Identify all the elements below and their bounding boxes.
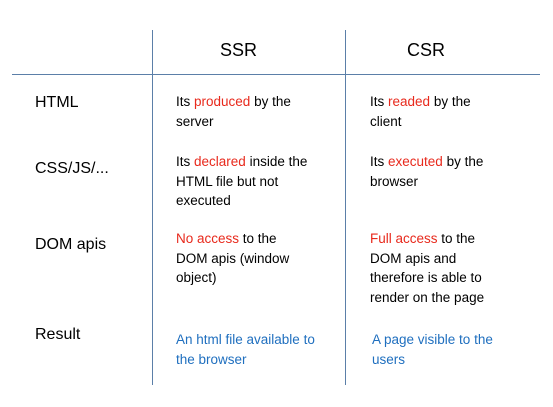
cell-text: by the server (176, 94, 291, 129)
row-label-cssjs: CSS/JS/... (35, 160, 109, 177)
cell-dom-ssr: No access to the DOM apis (window object… (176, 229, 306, 288)
cell-dom-csr: Full access to the DOM apis and therefor… (370, 229, 510, 307)
cell-cssjs-csr: Its executed by the browser (370, 152, 510, 191)
cell-text: to the DOM apis (window object) (176, 231, 290, 285)
cell-text: inside the HTML file but not executed (176, 154, 308, 208)
column-divider-right (345, 30, 346, 385)
highlight-text: No access (176, 231, 240, 246)
cell-text: to the DOM apis and therefore is able to… (370, 231, 485, 305)
cell-text: by the client (370, 94, 471, 129)
highlight-text: readed (388, 94, 431, 109)
cell-html-ssr: Its produced by the server (176, 92, 326, 131)
cell-cssjs-ssr: Its declared inside the HTML file but no… (176, 152, 334, 211)
cell-result-csr: A page visible to the users (372, 332, 493, 367)
highlight-text: declared (194, 154, 246, 169)
cell-text: Its (176, 154, 195, 169)
row-label-html: HTML (35, 94, 79, 111)
highlight-text: Full access (370, 231, 438, 246)
header-divider (12, 74, 540, 75)
header-csr: CSR (407, 40, 446, 60)
cell-text: by the browser (370, 154, 484, 189)
header-ssr: SSR (220, 40, 258, 60)
cell-text: Its (370, 94, 389, 109)
highlight-text: produced (194, 94, 251, 109)
cell-result-ssr: An html file available to the browser (176, 332, 315, 367)
row-label-result: Result (35, 326, 81, 343)
cell-html-csr: Its readed by the client (370, 92, 500, 131)
highlight-text: executed (388, 154, 443, 169)
row-label-dom: DOM apis (35, 236, 107, 253)
column-divider-left (152, 30, 153, 385)
cell-text: Its (176, 94, 195, 109)
cell-text: Its (370, 154, 389, 169)
